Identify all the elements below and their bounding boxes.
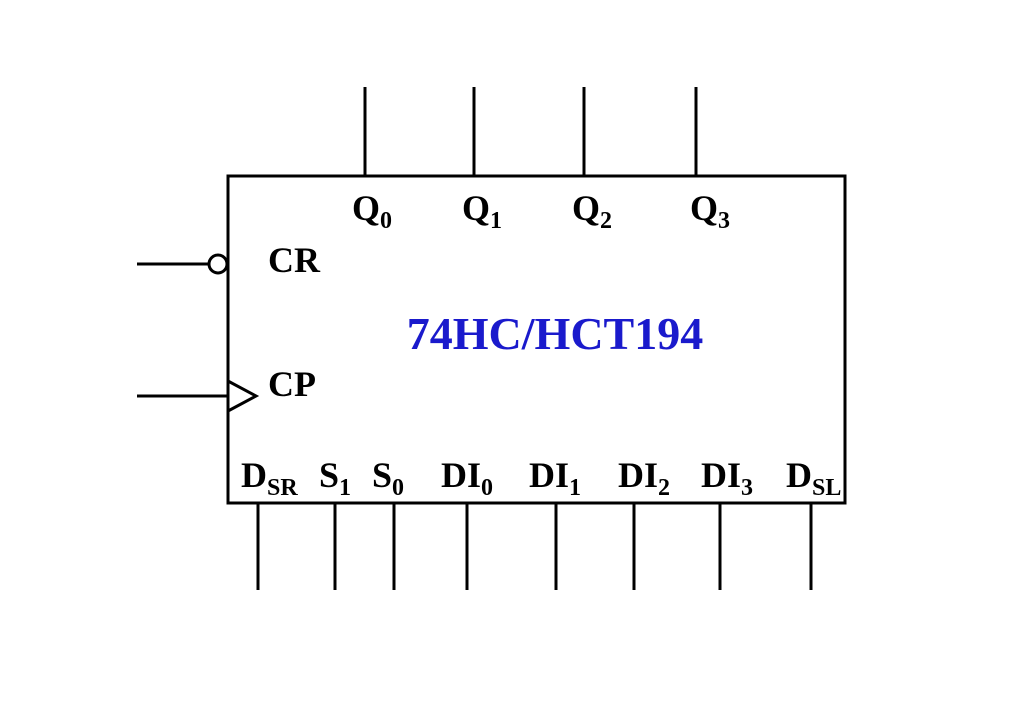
input-label-di2: DI2 [618, 455, 670, 501]
input-label-dsr: DSR [241, 455, 298, 501]
input-label-s1: S1 [319, 455, 351, 501]
output-label-q0: Q0 [352, 188, 392, 234]
output-labels: Q0 Q1 Q2 Q3 [352, 188, 730, 234]
clear-label: CR [268, 240, 321, 280]
clock-input: CP [137, 364, 316, 413]
input-labels: DSR S1 S0 DI0 DI1 DI2 DI3 DSL [241, 455, 841, 501]
input-label-di0: DI0 [441, 455, 493, 501]
clear-input: CR [137, 240, 321, 280]
input-label-s0: S0 [372, 455, 404, 501]
input-pins [256, 503, 813, 590]
output-label-q1: Q1 [462, 188, 502, 234]
output-pins [363, 87, 698, 176]
chip-body [226, 174, 847, 505]
input-label-di3: DI3 [701, 455, 753, 501]
chip-name: 74HC/HCT194 [407, 308, 703, 359]
output-label-q2: Q2 [572, 188, 612, 234]
clock-edge-triangle-icon [227, 379, 260, 413]
clock-label: CP [268, 364, 316, 404]
input-label-di1: DI1 [529, 455, 581, 501]
input-label-dsl: DSL [786, 455, 841, 501]
inversion-bubble-icon [207, 253, 229, 275]
output-label-q3: Q3 [690, 188, 730, 234]
